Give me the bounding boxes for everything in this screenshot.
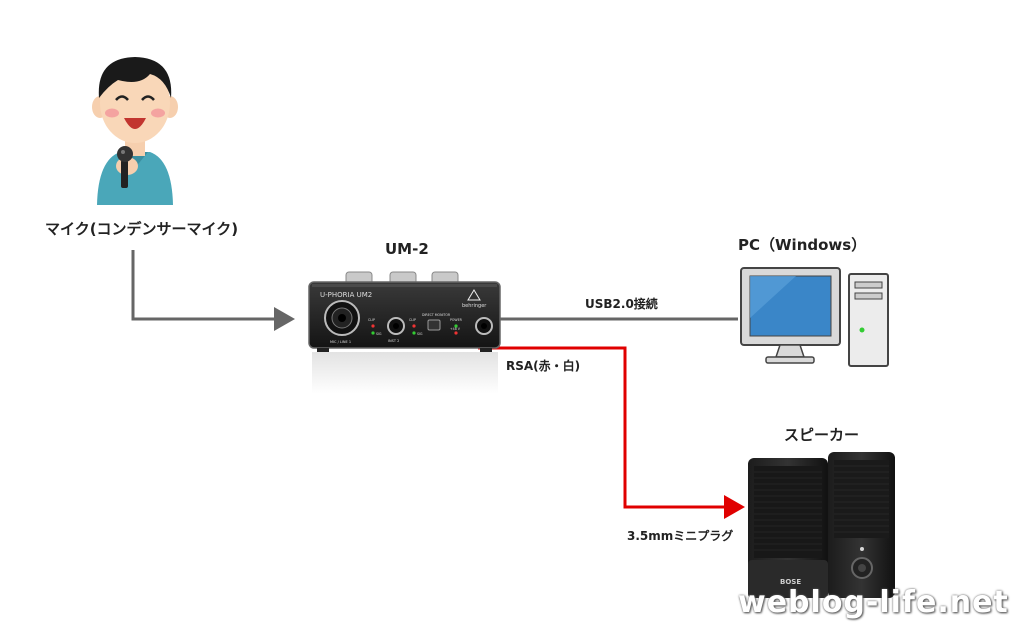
watermark: weblog-life.net: [738, 585, 1009, 620]
phantom-label: +48 V: [450, 327, 461, 331]
plug-label: 3.5mmミニプラグ: [627, 529, 734, 543]
direct-monitor-label: DIRECT MONITOR: [422, 313, 451, 317]
mic-line-label: MIC / LINE 1: [330, 340, 351, 344]
rsa-label: RSA(赤・白): [506, 359, 581, 373]
inst-label: INST 2: [388, 339, 399, 343]
power-label: POWER: [450, 318, 463, 322]
usb-label: USB2.0接続: [585, 297, 658, 311]
sig1-label: SIG: [376, 332, 382, 336]
clip2-label: CLIP: [409, 318, 416, 322]
singer-illustration: [92, 57, 178, 205]
speakers-illustration: [748, 452, 895, 598]
speaker-label: スピーカー: [784, 426, 860, 444]
speaker-brand-label: BOSE: [780, 578, 801, 586]
clip1-label: CLIP: [368, 318, 375, 322]
interface-label: UM-2: [385, 240, 429, 258]
um2-interface-illustration: [308, 271, 501, 394]
mic-to-interface-connector: [131, 250, 295, 331]
device-brand-label: behringer: [462, 303, 487, 309]
pc-illustration: [740, 267, 889, 367]
sig2-label: SIG: [417, 332, 423, 336]
mic-label: マイク(コンデンサーマイク): [45, 220, 239, 238]
device-model-label: U-PHORIA UM2: [320, 291, 372, 299]
pc-label: PC（Windows）: [738, 236, 867, 254]
rca-connector: [478, 346, 745, 519]
